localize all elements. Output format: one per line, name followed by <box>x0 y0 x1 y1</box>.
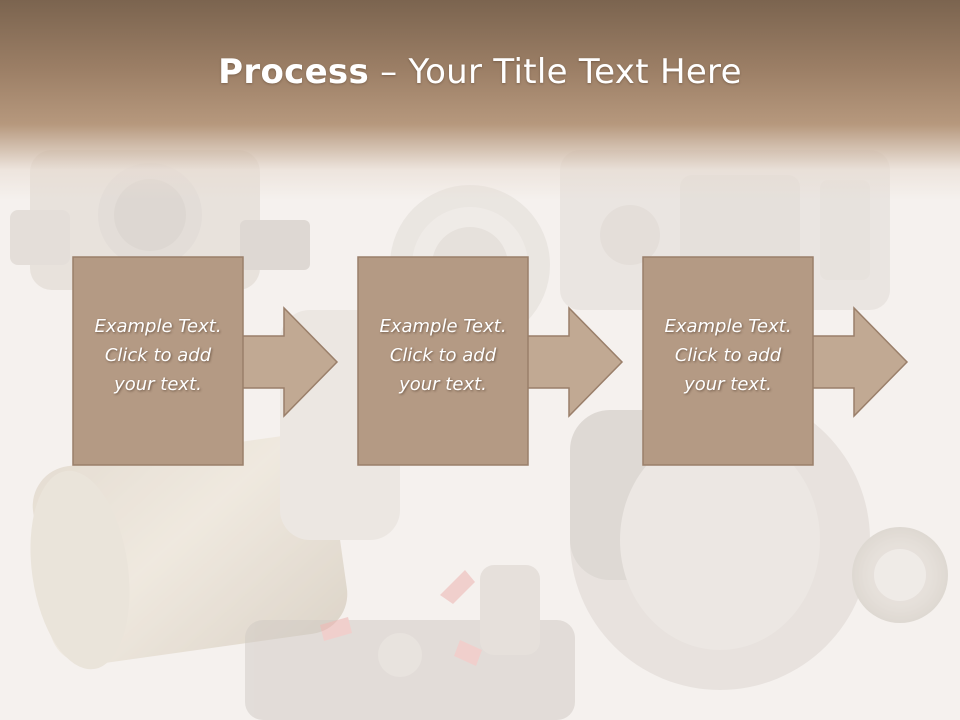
title-rest: – Your Title Text Here <box>369 52 742 92</box>
slide-title[interactable]: Process – Your Title Text Here <box>0 52 960 92</box>
right-arrow-icon <box>642 256 909 466</box>
process-step-1[interactable]: Example Text. Click to add your text. <box>72 256 342 468</box>
step-line-3: your text. <box>399 374 487 395</box>
title-bold: Process <box>218 52 370 92</box>
step-line-2: Click to add <box>389 345 497 366</box>
process-step-2[interactable]: Example Text. Click to add your text. <box>357 256 627 468</box>
step-text: Example Text. Click to add your text. <box>72 312 244 399</box>
step-line-3: your text. <box>114 374 202 395</box>
title-band <box>0 0 960 200</box>
right-arrow-icon <box>72 256 339 466</box>
step-line-1: Example Text. <box>379 316 507 337</box>
step-line-3: your text. <box>684 374 772 395</box>
step-text: Example Text. Click to add your text. <box>642 312 814 399</box>
step-line-1: Example Text. <box>94 316 222 337</box>
step-line-1: Example Text. <box>664 316 792 337</box>
right-arrow-icon <box>357 256 624 466</box>
step-text: Example Text. Click to add your text. <box>357 312 529 399</box>
process-step-3[interactable]: Example Text. Click to add your text. <box>642 256 912 468</box>
step-line-2: Click to add <box>104 345 212 366</box>
step-line-2: Click to add <box>674 345 782 366</box>
